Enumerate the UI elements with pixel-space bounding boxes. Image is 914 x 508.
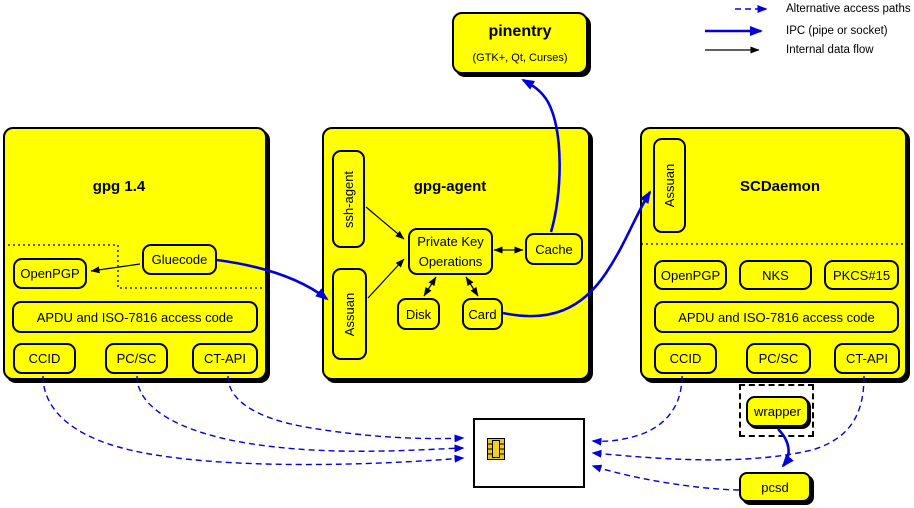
gpg14-pcsc-label: PC/SC <box>116 351 157 366</box>
gpg-agent-box: gpg-agent ssh-agent Assuan Private Key O… <box>322 127 590 380</box>
gpg14-ctapi-box: CT-API <box>192 343 258 374</box>
scdaemon-pcsc-label: PC/SC <box>758 351 799 366</box>
gpg-agent-title: gpg-agent <box>413 178 487 195</box>
scdaemon-assuan-box: Assuan <box>653 138 686 233</box>
gpg14-apdu-label: APDU and ISO-7816 access code <box>36 309 234 325</box>
scdaemon-nks-box: NKS <box>739 260 812 290</box>
scdaemon-ccid-box: CCID <box>654 343 717 374</box>
gpg14-gluecode-box: Gluecode <box>142 244 217 275</box>
gpg-agent-assuan-box: Assuan <box>332 268 367 360</box>
gpg-agent-ssh-agent-label: ssh-agent <box>341 170 356 228</box>
pinentry-title: pinentry <box>488 23 552 40</box>
gpg-agent-cache-box: Cache <box>525 233 583 265</box>
private-key-line1: Private Key <box>417 233 484 249</box>
gpg14-apdu-box: APDU and ISO-7816 access code <box>12 301 258 333</box>
scdaemon-pkcs15-box: PKCS#15 <box>824 260 899 290</box>
scdaemon-box: SCDaemon Assuan OpenPGP NKS PKCS#15 APDU… <box>640 127 907 380</box>
alt-gpg14-ctapi-to-card <box>227 375 465 443</box>
gpg-agent-cache-label: Cache <box>535 241 573 257</box>
gpg14-ccid-box: CCID <box>13 343 76 374</box>
legend-label-internal: Internal data flow <box>786 44 874 56</box>
pinentry-box: pinentry (GTK+, Qt, Curses) <box>452 12 588 74</box>
gpg-agent-ssh-agent-box: ssh-agent <box>332 150 365 248</box>
gpg14-ccid-label: CCID <box>28 351 61 366</box>
gpg14-title: gpg 1.4 <box>92 178 146 195</box>
pcsd-label: pcsd <box>761 479 789 495</box>
scdaemon-assuan-label: Assuan <box>662 163 677 208</box>
gpg14-box: gpg 1.4 OpenPGP Gluecode APDU and ISO-78… <box>3 127 267 380</box>
scdaemon-apdu-label: APDU and ISO-7816 access code <box>678 309 875 325</box>
wrapper-box: wrapper <box>746 396 809 427</box>
gpg-agent-card-box: Card <box>462 298 503 330</box>
alt-pcsd-to-card <box>591 464 740 491</box>
wrapper-dashed-outline: wrapper <box>739 384 814 437</box>
scdaemon-apdu-box: APDU and ISO-7816 access code <box>654 301 899 333</box>
smartcard-chip-icon <box>487 438 505 460</box>
gpg14-pcsc-box: PC/SC <box>105 343 168 374</box>
gpg14-gluecode-label: Gluecode <box>151 252 208 267</box>
legend-label-ipc: IPC (pipe or socket) <box>786 25 888 37</box>
wrapper-label: wrapper <box>754 404 801 419</box>
private-key-line2: Operations <box>418 253 483 269</box>
alt-gpg14-ccid-to-card <box>42 375 465 466</box>
scdaemon-pkcs15-label: PKCS#15 <box>832 267 891 283</box>
gpg-agent-assuan-label: Assuan <box>342 292 357 336</box>
scdaemon-ctapi-box: CT-API <box>834 343 900 374</box>
scdaemon-ctapi-label: CT-API <box>846 351 888 366</box>
gpg14-ctapi-label: CT-API <box>204 351 246 366</box>
gpg14-openpgp-box: OpenPGP <box>13 258 87 289</box>
scdaemon-pcsc-box: PC/SC <box>746 343 811 374</box>
gpg-agent-card-label: Card <box>468 306 497 322</box>
alt-gpg14-pcsc-to-card <box>136 375 465 453</box>
pinentry-subtitle: (GTK+, Qt, Curses) <box>472 52 568 64</box>
legend-label-alternative: Alternative access paths <box>786 3 911 15</box>
gpg14-openpgp-label: OpenPGP <box>20 266 80 281</box>
scdaemon-nks-label: NKS <box>762 267 789 283</box>
alt-scdaemon-ctapi-to-card <box>591 375 865 461</box>
smartcard <box>473 418 585 488</box>
scdaemon-openpgp-label: OpenPGP <box>660 267 721 283</box>
alt-scdaemon-ccid-to-card <box>591 375 683 446</box>
gpg-agent-disk-label: Disk <box>405 306 432 322</box>
scdaemon-title: SCDaemon <box>739 178 821 195</box>
gpg-agent-private-key-operations-box: Private Key Operations <box>408 228 493 275</box>
pcsd-box: pcsd <box>739 472 811 502</box>
scdaemon-openpgp-box: OpenPGP <box>654 260 727 290</box>
gpg-agent-disk-box: Disk <box>397 298 440 330</box>
scdaemon-ccid-label: CCID <box>669 351 702 366</box>
